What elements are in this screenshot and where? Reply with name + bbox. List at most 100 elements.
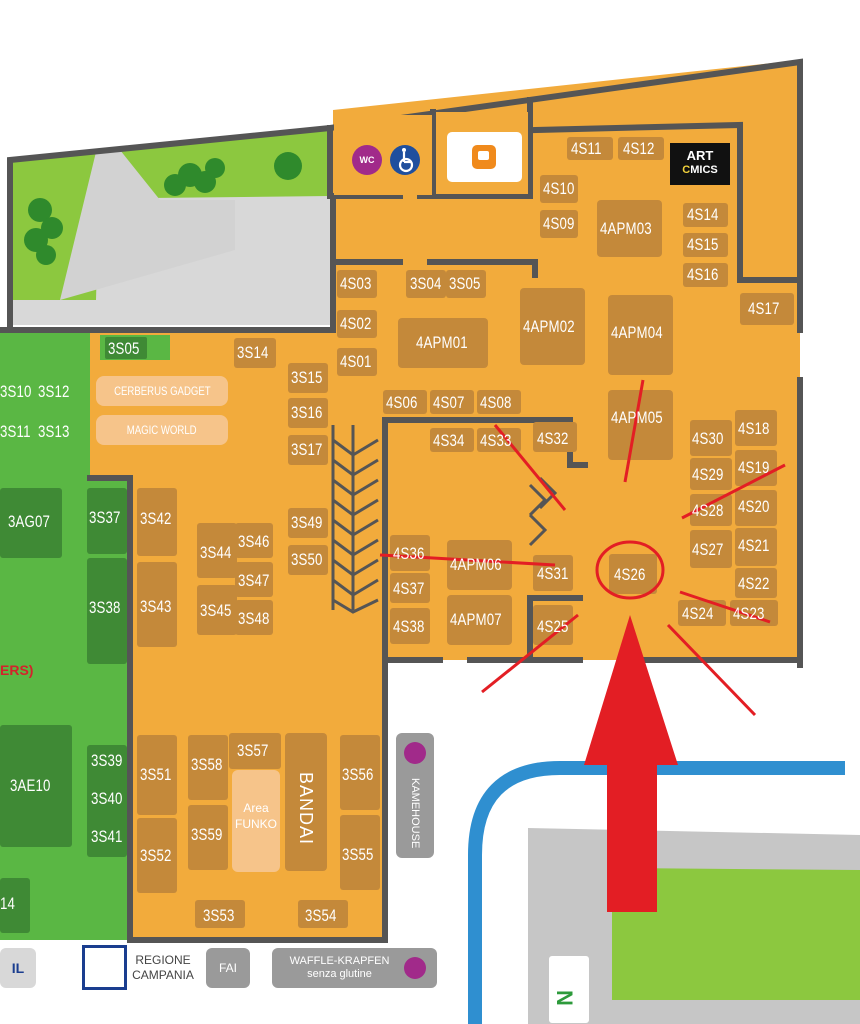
booth-3s57: 3S57 <box>237 741 269 760</box>
booth-4s16: 4S16 <box>687 265 719 284</box>
booth-4s11: 4S11 <box>571 139 602 158</box>
sign-board <box>547 954 591 1024</box>
booth-3s59: 3S59 <box>191 825 223 844</box>
booth-3s50: 3S50 <box>291 550 323 569</box>
regione-label: REGIONE <box>135 953 191 967</box>
booth-4s27: 4S27 <box>692 540 724 559</box>
booth-4s14: 4S14 <box>687 205 719 224</box>
wheelchair-head <box>402 148 406 152</box>
booth-4s03: 4S03 <box>340 274 372 293</box>
green-booths <box>0 337 147 933</box>
booth-3s16: 3S16 <box>291 403 323 422</box>
booth-3s39: 3S39 <box>91 751 123 770</box>
booth-4s28: 4S28 <box>692 501 724 520</box>
booth-4s31: 4S31 <box>537 564 569 583</box>
booth-4s33: 4S33 <box>480 431 512 450</box>
wc-label: WC <box>359 155 375 165</box>
pot-icon <box>404 742 426 764</box>
art-comics-logo <box>670 143 730 185</box>
booth-4s24: 4S24 <box>682 604 714 623</box>
booth-3ae10: 3AE10 <box>10 776 51 795</box>
n-sign-label: N <box>551 990 577 1006</box>
booth-3s47: 3S47 <box>238 571 270 590</box>
funko-label: FUNKO <box>235 817 277 831</box>
walls <box>0 58 803 943</box>
booth-4apm01: 4APM01 <box>416 333 468 352</box>
booth-3s04: 3S04 <box>410 274 442 293</box>
booth-4apm04: 4APM04 <box>611 323 663 342</box>
booth-4s09: 4S09 <box>543 214 575 233</box>
booth-4s06: 4S06 <box>386 393 418 412</box>
booth-3s55: 3S55 <box>342 845 374 864</box>
booth-3s58: 3S58 <box>191 755 223 774</box>
booth-3s48: 3S48 <box>238 609 270 628</box>
booth-4s32: 4S32 <box>537 429 569 448</box>
booths <box>137 137 794 928</box>
booth-3s56: 3S56 <box>342 765 374 784</box>
partial-sign-text: ERS) <box>0 662 34 678</box>
road-blue <box>468 761 845 1024</box>
regione-campania-sign: REGIONE CAMPANIA <box>130 948 196 988</box>
floor-orange <box>90 60 800 940</box>
booth-14-partial: 14 <box>0 894 16 913</box>
booth-4s10: 4S10 <box>543 179 575 198</box>
magic-world-label: MAGIC WORLD <box>96 415 228 445</box>
booth-3s44: 3S44 <box>200 543 232 562</box>
tree-icon <box>24 152 302 265</box>
coffee-cup-glyph <box>478 151 489 160</box>
waffle-label: WAFFLE-KRAPFEN <box>289 955 390 967</box>
booth-3s15: 3S15 <box>291 368 323 387</box>
gluten-free-label: senza glutine <box>307 968 372 980</box>
fai-sign: FAI <box>206 948 250 988</box>
booth-4s07: 4S07 <box>433 393 465 412</box>
booth-4s02: 4S02 <box>340 314 372 333</box>
booth-3s45: 3S45 <box>200 601 232 620</box>
booth-4s26: 4S26 <box>614 565 646 584</box>
cerberus-gadget-label: CERBERUS GADGET <box>96 376 228 406</box>
wheelchair-glyph <box>398 152 414 173</box>
art-label: ART <box>686 148 714 163</box>
booth-3s42: 3S42 <box>140 509 172 528</box>
kamehouse-label: KAMEHOUSE <box>409 777 421 848</box>
il-sign-partial: IL <box>0 948 36 988</box>
booth-4s18: 4S18 <box>738 419 770 438</box>
booth-4s29: 4S29 <box>692 465 724 484</box>
booth-3s54: 3S54 <box>305 906 337 925</box>
wc-icon <box>352 145 382 175</box>
path-area <box>60 150 235 300</box>
parking-green <box>612 868 860 1000</box>
pot-icon <box>404 957 426 979</box>
booth-4s21: 4S21 <box>738 536 770 555</box>
booth-4s08: 4S08 <box>480 393 512 412</box>
campania-label: CAMPANIA <box>132 968 194 982</box>
comics-label: CMICS <box>682 164 718 176</box>
booth-3s17: 3S17 <box>291 440 323 459</box>
booth-3s52: 3S52 <box>140 846 172 865</box>
booth-3s46: 3S46 <box>238 532 270 551</box>
escalator-icon <box>331 425 558 614</box>
booth-circle-highlight <box>595 540 665 600</box>
booth-3ag07: 3AG07 <box>8 512 51 531</box>
booth-3s40: 3S40 <box>91 789 123 808</box>
booth-4s01: 4S01 <box>340 352 372 371</box>
area-funko <box>232 770 280 872</box>
booth-4s22: 4S22 <box>738 574 770 593</box>
booth-4apm06: 4APM06 <box>450 555 502 574</box>
booth-4s20: 4S20 <box>738 497 770 516</box>
booth-3s13: 3S13 <box>38 422 70 441</box>
red-arrow-icon <box>584 615 678 912</box>
booth-4apm05: 4APM05 <box>611 408 663 427</box>
booth-3s49: 3S49 <box>291 513 323 532</box>
regione-campania-logo <box>82 945 127 990</box>
booth-4s36: 4S36 <box>393 544 425 563</box>
booth-3s41: 3S41 <box>91 827 123 846</box>
bandai-label: BANDAI <box>296 772 316 846</box>
booth-4apm03: 4APM03 <box>600 219 652 238</box>
booth-3s11: 3S11 <box>0 422 31 441</box>
booth-4s38: 4S38 <box>393 617 425 636</box>
booth-4s30: 4S30 <box>692 429 724 448</box>
area-funko-label: Area FUNKO <box>232 800 280 832</box>
area-label: Area <box>243 801 269 815</box>
booth-3s14: 3S14 <box>237 343 269 362</box>
